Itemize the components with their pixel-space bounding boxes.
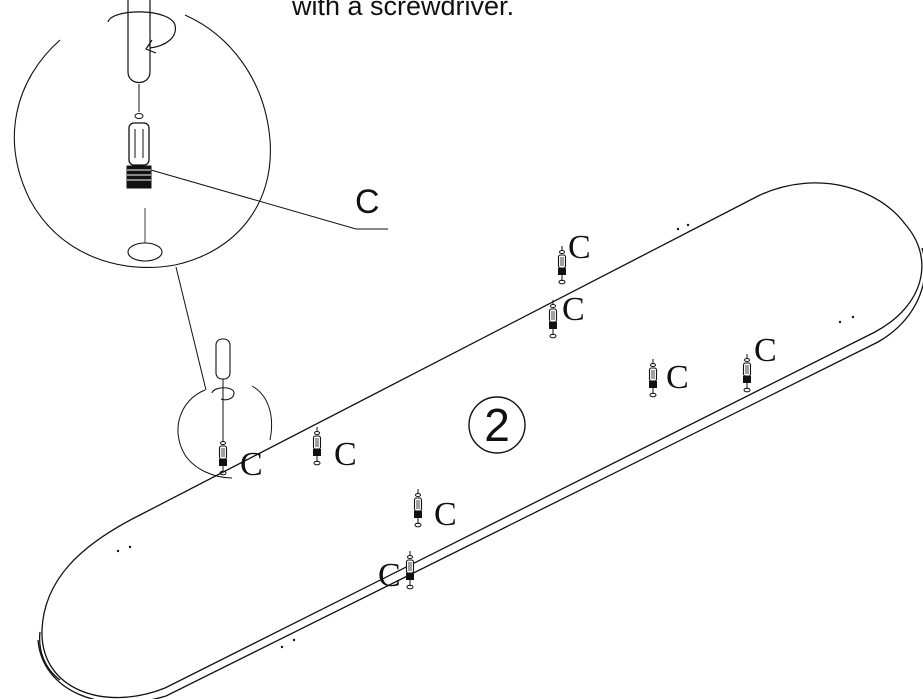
instruction-caption: with a screwdriver. (292, 0, 515, 21)
fastener-label: C (562, 291, 585, 328)
callout-part-label: C (355, 183, 380, 221)
callout-leader (150, 169, 388, 230)
panel-step-number: 2 (484, 399, 510, 451)
screwdriver-icon (211, 338, 235, 440)
fastener-label: C (754, 332, 777, 369)
rotation-arrow-icon (107, 11, 177, 54)
panel-holes (116, 223, 855, 649)
fastener-label: C (240, 446, 263, 483)
magnifier-callout (13, 14, 271, 268)
cam-bolt-icon (126, 113, 152, 189)
panel-step-badge: 2 (468, 396, 526, 454)
fastener-label: C (666, 359, 689, 396)
fastener-label: C (568, 229, 591, 266)
screwdriver-icon (127, 0, 151, 112)
fastener-label: C (434, 496, 457, 533)
magnifier-connector (175, 266, 207, 391)
detail-circle (177, 385, 273, 479)
fastener-label: C (378, 557, 401, 594)
cam-bolt-icon (557, 245, 567, 285)
cam-bolt-icon (218, 436, 228, 476)
fastener-label: C (334, 436, 357, 473)
